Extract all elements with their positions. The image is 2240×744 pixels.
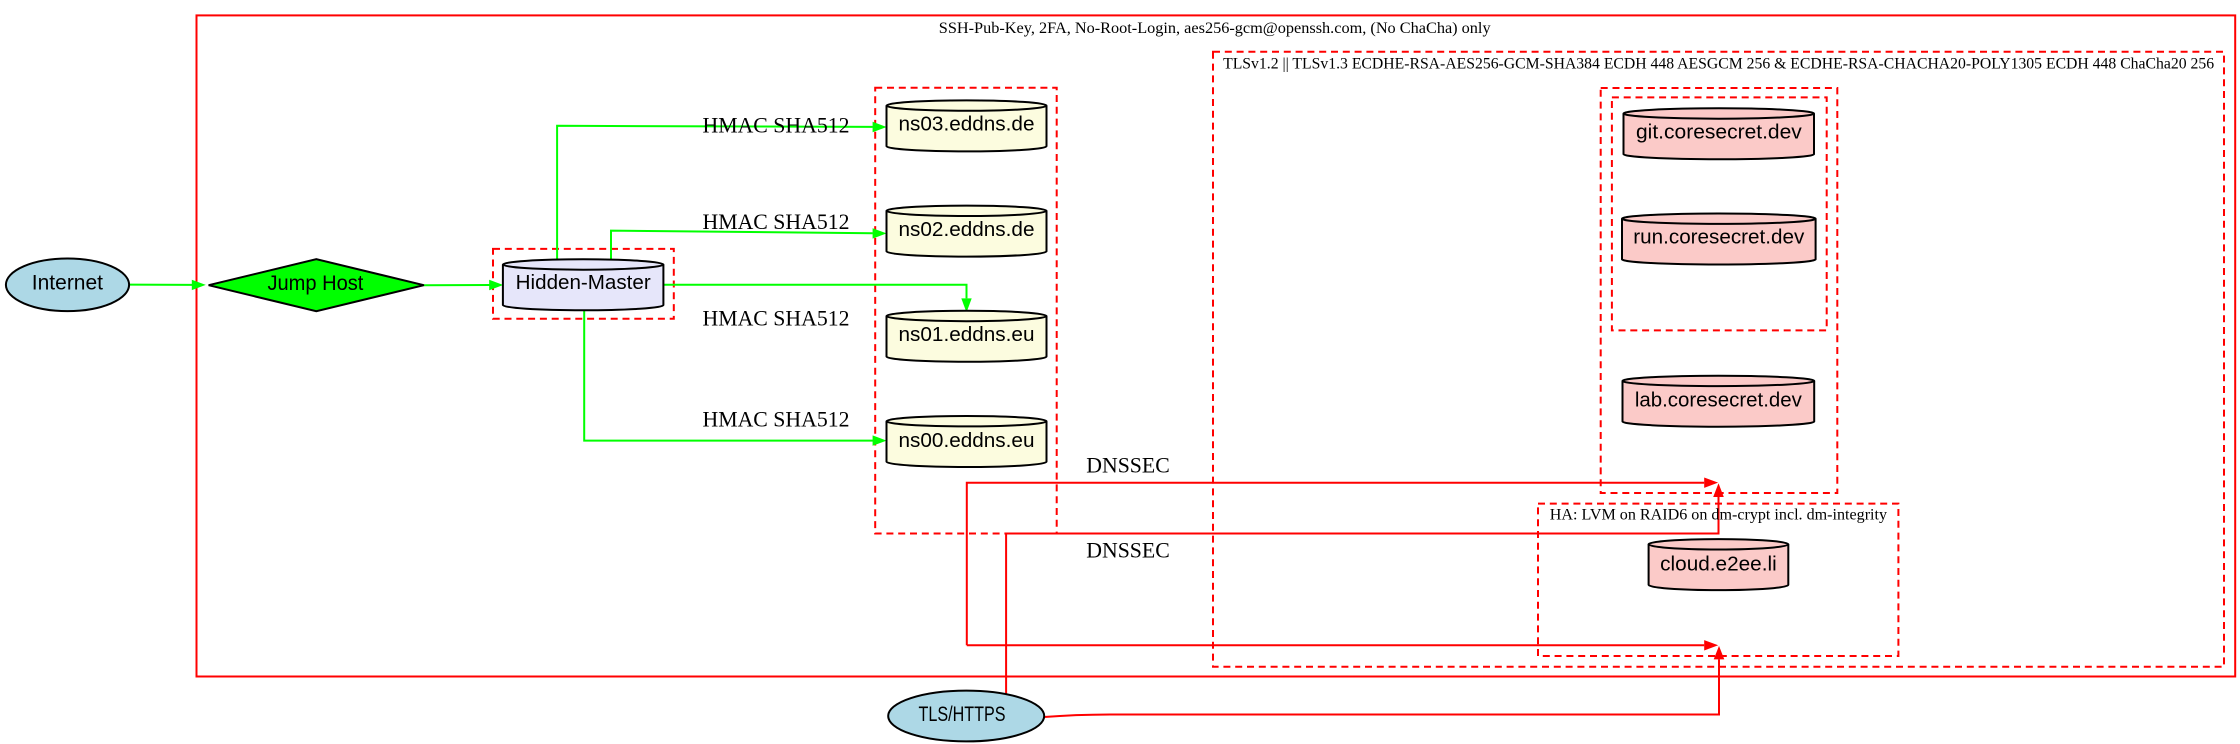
- svg-text:ns03.eddns.de: ns03.eddns.de: [899, 114, 1035, 136]
- svg-text:cloud.e2ee.li: cloud.e2ee.li: [1660, 554, 1777, 576]
- svg-text:ns01.eddns.eu: ns01.eddns.eu: [899, 324, 1035, 346]
- svg-text:lab.coresecret.dev: lab.coresecret.dev: [1635, 389, 1802, 411]
- svg-text:run.coresecret.dev: run.coresecret.dev: [1633, 226, 1804, 248]
- svg-text:Internet: Internet: [32, 271, 103, 294]
- svg-text:TLS/HTTPS: TLS/HTTPS: [919, 703, 1006, 726]
- svg-text:HA: LVM on RAID6 on dm-crypt i: HA: LVM on RAID6 on dm-crypt incl. dm-in…: [1550, 507, 1888, 524]
- svg-text:ns00.eddns.eu: ns00.eddns.eu: [899, 430, 1035, 452]
- svg-text:DNSSEC: DNSSEC: [1086, 453, 1170, 478]
- svg-text:Hidden-Master: Hidden-Master: [516, 272, 651, 294]
- svg-text:DNSSEC: DNSSEC: [1086, 538, 1170, 563]
- svg-text:HMAC SHA512: HMAC SHA512: [703, 112, 850, 137]
- svg-text:HMAC SHA512: HMAC SHA512: [703, 209, 850, 234]
- svg-text:ns02.eddns.de: ns02.eddns.de: [899, 219, 1035, 241]
- svg-text:Jump Host: Jump Host: [267, 272, 363, 295]
- svg-text:HMAC SHA512: HMAC SHA512: [703, 407, 850, 432]
- svg-text:SSH-Pub-Key, 2FA, No-Root-Logi: SSH-Pub-Key, 2FA, No-Root-Login, aes256-…: [939, 20, 1491, 37]
- svg-text:HMAC SHA512: HMAC SHA512: [703, 306, 850, 331]
- svg-text:TLSv1.2 || TLSv1.3 ECDHE-RSA-A: TLSv1.2 || TLSv1.3 ECDHE-RSA-AES256-GCM-…: [1223, 55, 2214, 72]
- svg-text:git.coresecret.dev: git.coresecret.dev: [1636, 122, 1802, 144]
